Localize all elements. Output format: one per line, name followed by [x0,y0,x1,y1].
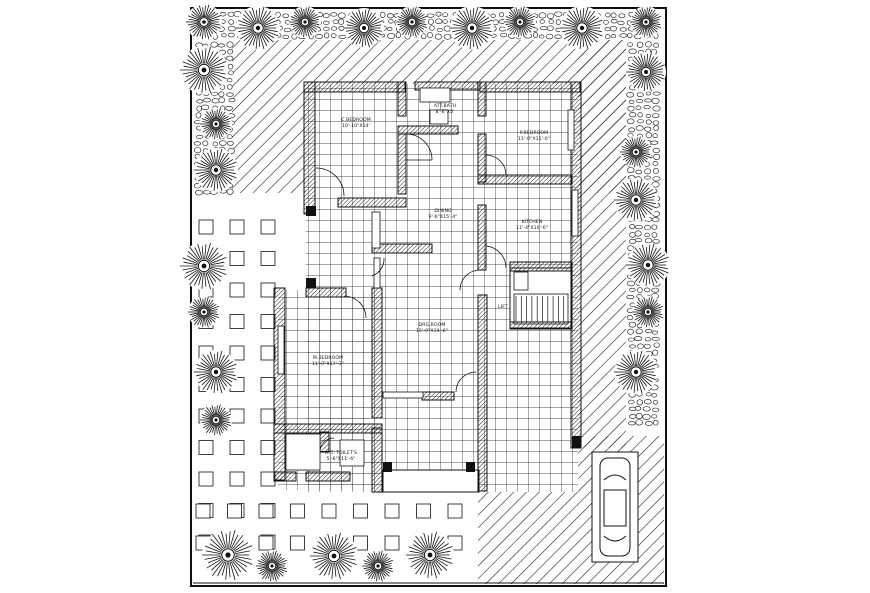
tree-symbol-icon [630,6,662,38]
tree-symbol-icon [200,404,232,436]
tree-symbol-icon [504,6,536,38]
tree-symbol-icon [194,148,238,192]
tree-symbol-icon [186,4,222,40]
tree-symbol-icon [236,6,280,50]
walls [273,81,582,493]
tree-symbol-icon [344,8,384,48]
tree-symbol-icon [396,6,428,38]
tree-symbol-icon [202,529,254,581]
staircase [509,267,573,329]
tree-symbol-icon [560,6,604,50]
tree-symbol-icon [180,46,228,94]
tree-symbol-icon [256,550,288,582]
tree-symbol-icon [188,296,220,328]
tree-symbol-icon [194,350,238,394]
tree-symbols [180,4,670,582]
bath-fixtures [285,87,451,471]
tree-symbol-icon [626,243,670,287]
tree-symbol-icon [289,6,321,38]
tree-symbol-icon [632,296,664,328]
lift-label: LIFT [498,305,508,310]
tree-symbol-icon [614,178,658,222]
tree-symbol-icon [614,350,658,394]
tree-symbol-icon [200,108,232,140]
car-symbol-icon [591,451,639,563]
tree-symbol-icon [406,531,454,579]
tree-symbol-icon [310,532,358,580]
tree-symbol-icon [450,6,494,50]
tree-symbol-icon [180,242,228,290]
columns [306,206,581,472]
tree-symbol-icon [362,550,394,582]
tree-symbol-icon [626,52,666,92]
tree-symbol-icon [620,136,652,168]
